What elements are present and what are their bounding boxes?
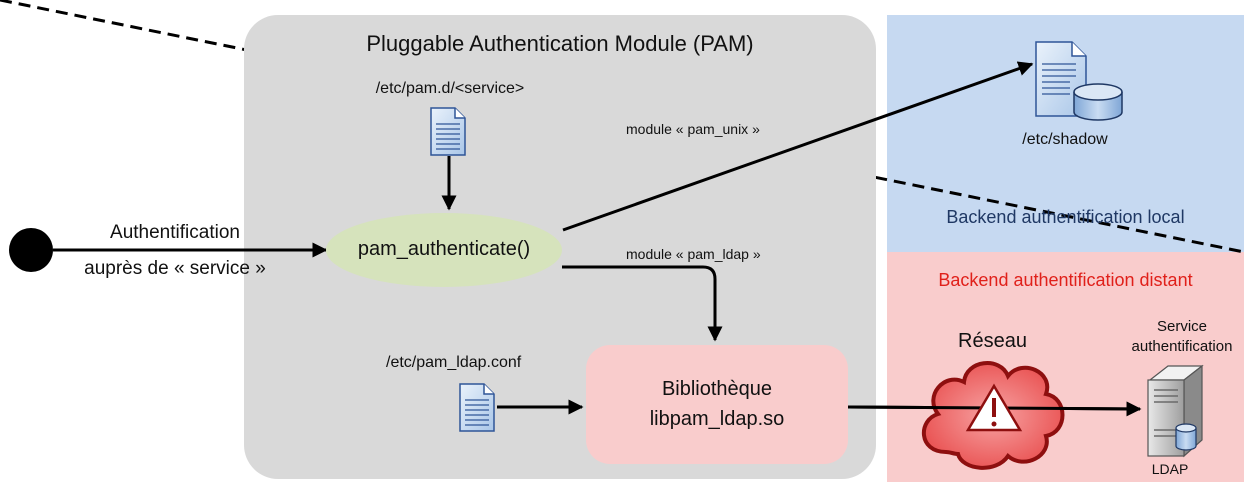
client-node [9, 228, 53, 272]
warning-icon [965, 383, 1023, 432]
authenticate-function-label: pam_authenticate() [357, 238, 531, 260]
arrow-to-shadow [562, 61, 1034, 232]
remote-backend-label: Backend authentification distant [938, 270, 1193, 290]
client-label-line1: Authentification [110, 222, 240, 243]
library-box [586, 345, 848, 464]
library-title-label: Bibliothèque [661, 378, 773, 400]
arrow-to-library [562, 265, 723, 342]
module-ldap-label: module « pam_ldap » [626, 246, 761, 262]
client-label-line2: auprès de « service » [84, 258, 266, 279]
ldap-label: LDAP [1151, 461, 1189, 477]
shadow-database-icon [1035, 41, 1123, 121]
shadow-path-label: /etc/shadow [1022, 131, 1108, 148]
ldap-server-icon [1147, 364, 1204, 458]
ldap-conf-path-label: /etc/pam_ldap.conf [386, 354, 522, 371]
authenticate-ellipse [326, 213, 562, 287]
local-backend-label: Backend authentification local [946, 207, 1185, 227]
pam-config-doc-icon [430, 107, 466, 156]
module-unix-label: module « pam_unix » [626, 121, 760, 137]
ldap-conf-doc-icon [459, 383, 495, 432]
service-label-line2: authentification [1131, 338, 1233, 355]
service-label-line1: Service [1156, 318, 1208, 335]
pam-title: Pluggable Authentication Module (PAM) [366, 31, 754, 56]
network-label: Réseau [958, 330, 1027, 352]
pam-config-path-label: /etc/pam.d/<service> [375, 80, 525, 97]
library-file-label: libpam_ldap.so [649, 408, 785, 430]
